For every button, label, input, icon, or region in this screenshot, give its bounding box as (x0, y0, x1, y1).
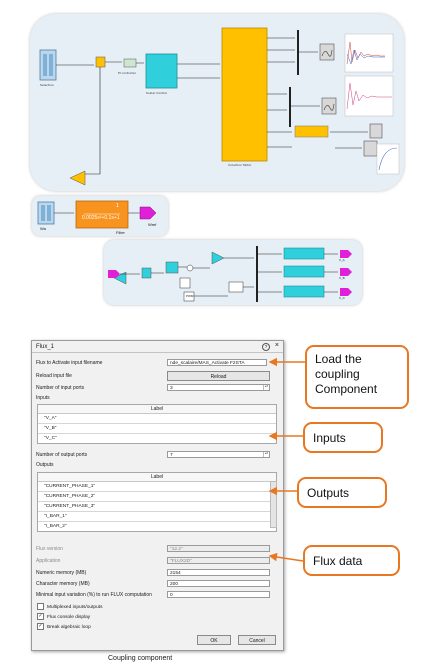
activate-filename-field[interactable]: nde_scalaire/MAS_Activate F2STA (167, 359, 267, 366)
break-loop-checkbox[interactable]: ✓Break algebraic loop (37, 623, 91, 630)
numeric-memory-label: Numeric memory (MB) (36, 570, 87, 576)
num-inputs-field[interactable]: 3 ▴▾ (167, 384, 270, 391)
filter-block (75, 200, 129, 229)
gain-block (69, 170, 86, 186)
input-row-3[interactable]: "V_C" (44, 436, 57, 441)
pi-label: PI controller (118, 71, 137, 75)
inputs-table-header: Label (38, 405, 276, 414)
outputs-scrollbar[interactable] (270, 481, 277, 528)
plot-speed (376, 143, 400, 175)
flux-coupling-dialog: Flux_1 ? × Flux to Activate input filena… (31, 340, 284, 651)
output-row-1[interactable]: "CURRENT_PHASE_1" (38, 482, 276, 492)
scope-3 (369, 123, 383, 139)
num-inputs-value: 3 (170, 386, 173, 391)
num-outputs-label: Number of output ports (36, 452, 88, 458)
plot-ibar (344, 75, 394, 117)
bottom-input (108, 270, 120, 278)
console-checkbox[interactable]: ✓Flux console display (37, 613, 90, 620)
break-loop-label: Break algebraic loop (47, 624, 91, 630)
out-block-va (283, 247, 325, 260)
torque-fn-block (294, 125, 329, 138)
min-input-label: Minimal input variation (%) to run FLUX … (36, 592, 152, 598)
out-label-vc: V_C (339, 296, 345, 300)
num-outputs-field[interactable]: 7 ▴▾ (167, 451, 270, 458)
bottom-sub-1 (179, 277, 191, 289)
diagram-bottom (108, 246, 352, 302)
filter-numerator: 1 (116, 203, 119, 209)
bottom-cyan-2 (165, 261, 179, 274)
title-divider (32, 352, 283, 353)
out-block-vc (283, 285, 325, 298)
reload-label: Reload input file (36, 373, 72, 379)
dialog-title: Flux_1 (36, 344, 55, 350)
flux-block (221, 27, 268, 162)
output-row-3[interactable]: "CURRENT_PHASE_3" (38, 502, 276, 512)
cancel-button[interactable]: Cancel (238, 635, 276, 645)
character-memory-label: Character memory (MB) (36, 581, 90, 587)
reload-button[interactable]: Reload (167, 371, 270, 381)
output-row-5[interactable]: "I_BAR_2" (44, 524, 67, 529)
filter-denominator: 0.0025s²+0.1s+1 (82, 215, 120, 221)
outputs-table: Label "CURRENT_PHASE_1" "CURRENT_PHASE_2… (37, 472, 277, 532)
activate-label: Flux to Activate input filename (36, 360, 103, 366)
input-row-2[interactable]: "V_B" (38, 424, 276, 434)
filter-diagram (37, 200, 157, 229)
checkbox-checked-icon[interactable]: ✓ (37, 613, 44, 620)
bottom-gain-1 (113, 271, 127, 285)
selection-label: Selection (40, 83, 54, 87)
checkbox-unchecked-icon[interactable] (37, 603, 44, 610)
spinner-icon[interactable]: ▴▾ (263, 451, 268, 457)
plot-current (344, 33, 394, 73)
multiplexed-checkbox[interactable]: Multiplexed inputs/outputs (37, 603, 102, 610)
outputs-table-header: Label (38, 473, 276, 482)
inputs-header: Inputs (36, 395, 50, 401)
pwm-label: PWM (186, 294, 194, 298)
scalar-control-block (145, 53, 178, 89)
callout-load: Load the coupling Component (305, 345, 409, 409)
application-label: Application (36, 558, 61, 564)
num-inputs-label: Number of input ports (36, 385, 85, 391)
diagram-top-panel (30, 14, 404, 191)
out-label-va: V_A (339, 258, 345, 262)
ok-button[interactable]: OK (197, 635, 231, 645)
pwm-block (183, 291, 195, 302)
wa-label: Wa (40, 226, 46, 231)
out-block-vb (283, 265, 325, 278)
scalar-label: Scalar Control (146, 91, 167, 95)
outputs-header: Outputs (36, 462, 54, 468)
output-row-2[interactable]: "CURRENT_PHASE_2" (38, 492, 276, 502)
character-memory-field[interactable]: 200 (167, 580, 270, 587)
console-label: Flux console display (47, 614, 91, 620)
num-outputs-value: 7 (170, 453, 173, 458)
spinner-icon[interactable]: ▴▾ (263, 384, 268, 390)
callout-outputs: Outputs (297, 477, 387, 508)
filter-label: Filter (116, 230, 125, 235)
input-row-1[interactable]: "V_A" (38, 414, 276, 424)
wref-label: Wref (148, 222, 157, 227)
flux-version-label: Flux version (36, 546, 63, 552)
min-input-field[interactable]: 0 (167, 591, 270, 598)
inputs-table: Label "V_A" "V_B" "V_C" (37, 404, 277, 444)
wref-block (139, 206, 157, 220)
bottom-gain-2 (211, 251, 225, 265)
help-icon[interactable]: ? (262, 343, 270, 351)
numeric-memory-field[interactable]: 2154 (167, 569, 270, 576)
callout-flux-data: Flux data (303, 545, 400, 576)
output-row-4[interactable]: "I_BAR_1" (38, 512, 276, 522)
caption: Coupling component (108, 655, 173, 662)
flux-label: Induction Motor (228, 163, 252, 167)
diagram-top: Selection PI controller Scalar Control I… (39, 27, 400, 186)
multiplexed-label: Multiplexed inputs/outputs (47, 604, 103, 610)
close-icon[interactable]: × (274, 342, 279, 349)
checkbox-checked-icon[interactable]: ✓ (37, 623, 44, 630)
flux-version-field: "12.2" (167, 545, 270, 552)
out-label-vb: V_B (339, 276, 345, 280)
callout-inputs: Inputs (303, 422, 383, 453)
bottom-bus (256, 246, 258, 302)
